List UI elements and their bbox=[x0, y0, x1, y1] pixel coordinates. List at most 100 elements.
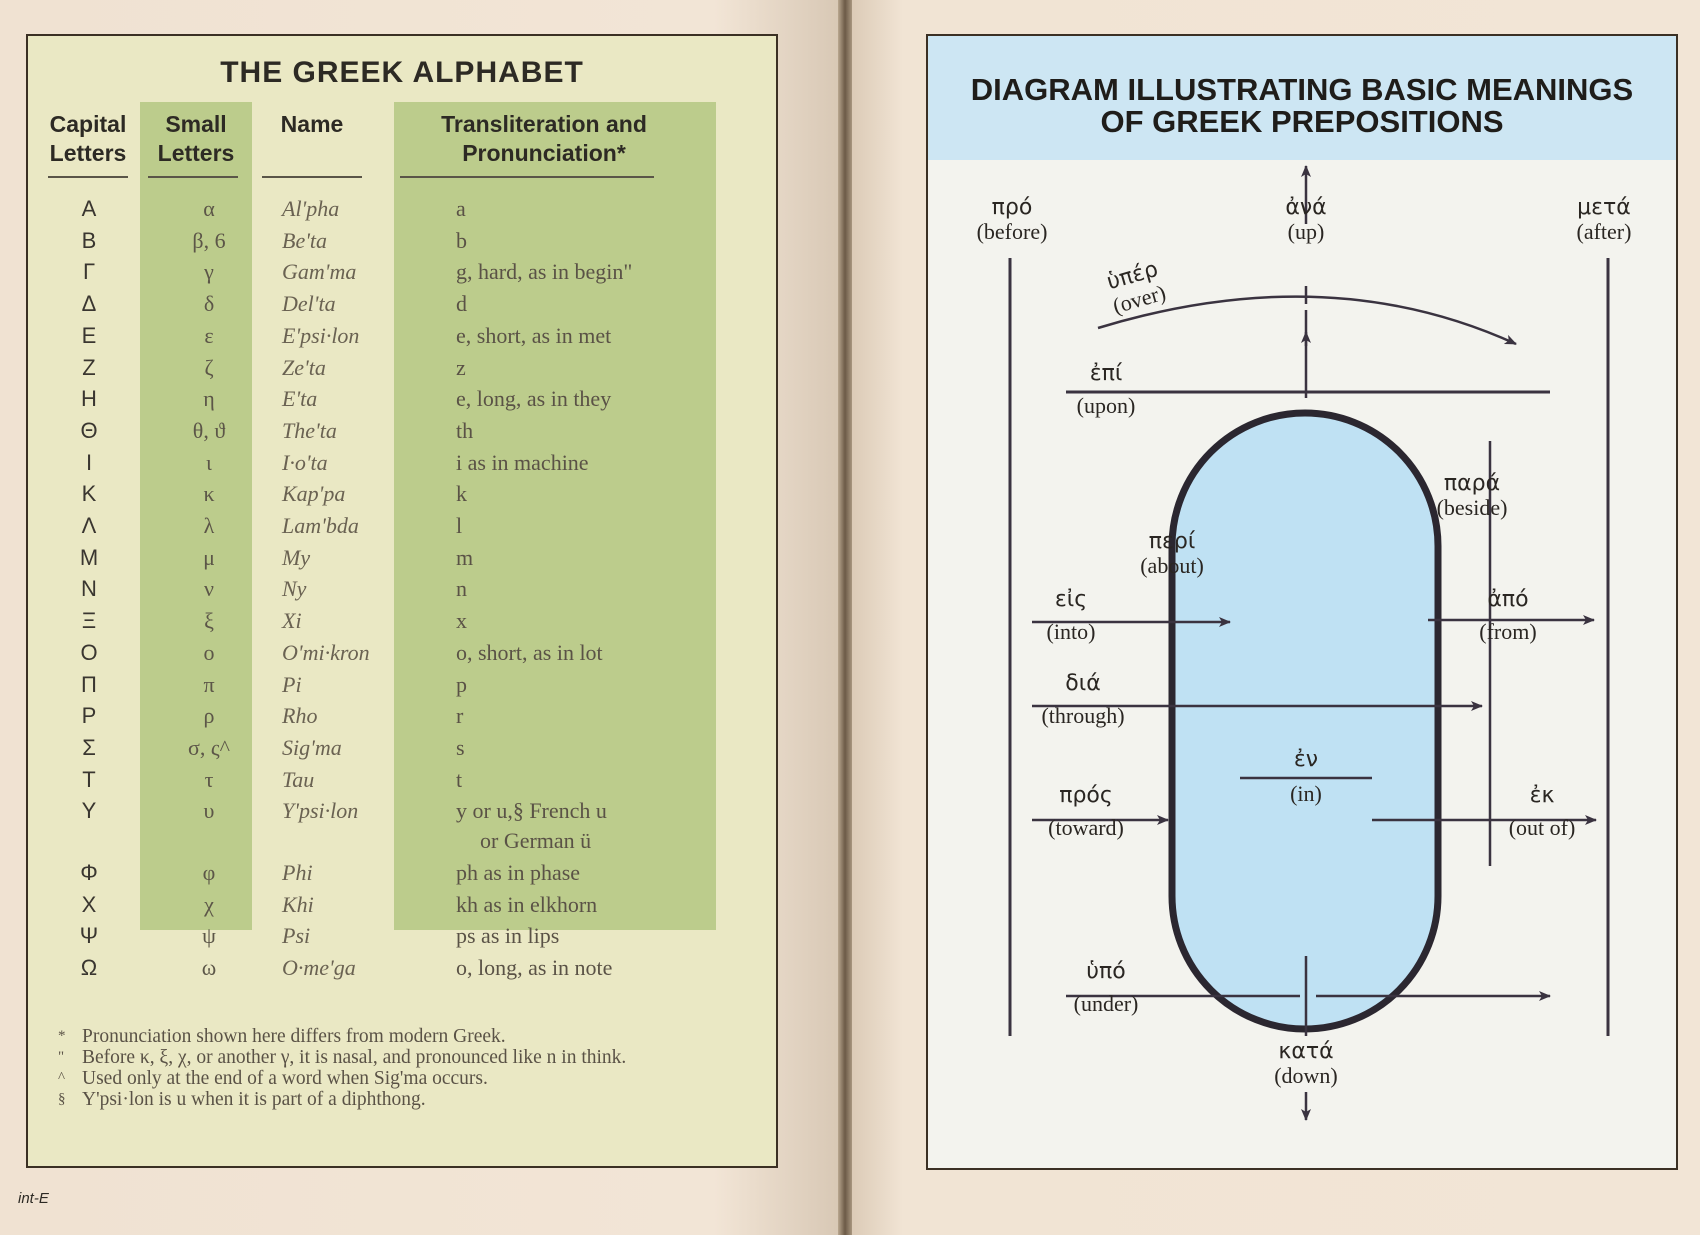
diagram-title-line2: OF GREEK PREPOSITIONS bbox=[1100, 104, 1504, 139]
small-letter: ψ bbox=[202, 923, 216, 949]
small-letter: ξ bbox=[204, 608, 214, 634]
transliteration: m bbox=[456, 544, 474, 570]
footnote-mark: § bbox=[58, 1091, 66, 1107]
transliteration: b bbox=[456, 227, 467, 253]
label-meta-english: (after) bbox=[1576, 219, 1632, 244]
small-letter: ω bbox=[201, 955, 217, 981]
greek-alphabet-table: THE GREEK ALPHABET Capital Letters Small… bbox=[26, 34, 778, 1168]
label-kata-greek: κατά bbox=[1278, 1039, 1334, 1064]
transliteration: e, long, as in they bbox=[456, 386, 612, 412]
header-small: Small Letters bbox=[144, 110, 248, 168]
letter-name: O'mi·kron bbox=[282, 639, 370, 665]
label-pro: πρό(before) bbox=[952, 196, 1072, 244]
label-apo: ἀπό(from) bbox=[1458, 588, 1558, 644]
transliteration: r bbox=[456, 703, 464, 729]
capital-letter: Π bbox=[81, 671, 97, 697]
capital-letter: Y bbox=[81, 798, 97, 824]
header-small-line2: Letters bbox=[157, 140, 235, 166]
header-translit: Transliteration and Pronunciation* bbox=[414, 110, 674, 168]
transliteration: a bbox=[456, 196, 466, 221]
capital-letter: Σ bbox=[82, 734, 96, 760]
small-letter: φ bbox=[202, 860, 216, 885]
label-pro-greek: πρό bbox=[991, 195, 1033, 220]
label-ana-greek: ἀνά bbox=[1285, 195, 1327, 220]
small-letter: η bbox=[203, 386, 215, 412]
small-letter: υ bbox=[203, 798, 215, 824]
small-letter: ν bbox=[204, 576, 214, 602]
small-letter: λ bbox=[203, 513, 215, 538]
letter-name: Y'psi·lon bbox=[282, 798, 359, 824]
transliteration: n bbox=[456, 576, 467, 602]
label-peri: περί(about) bbox=[1112, 530, 1232, 578]
letter-name: My bbox=[282, 544, 311, 570]
transliteration: y or u,§ French u bbox=[456, 798, 607, 824]
header-rule-small bbox=[148, 176, 238, 178]
small-letter: ρ bbox=[203, 703, 215, 729]
label-hypo: ὑπό(under) bbox=[1056, 960, 1156, 1016]
label-ek-greek: ἐκ bbox=[1529, 783, 1555, 808]
book-gutter bbox=[838, 0, 852, 1235]
label-epi-english: (upon) bbox=[1076, 393, 1136, 418]
label-ana: ἀνά(up) bbox=[1256, 196, 1356, 244]
transliteration: ph as in phase bbox=[456, 860, 581, 885]
header-translit-line2: Pronunciation* bbox=[462, 140, 626, 166]
letter-name: Gam'ma bbox=[282, 259, 357, 285]
capital-letter: K bbox=[81, 481, 97, 507]
label-dia-english: (through) bbox=[1041, 703, 1125, 728]
capital-letter: Θ bbox=[80, 417, 98, 443]
capital-letter: M bbox=[79, 544, 99, 570]
capital-letter: O bbox=[80, 639, 98, 665]
label-eis-english: (into) bbox=[1046, 619, 1096, 644]
page-number: int-E bbox=[18, 1190, 49, 1207]
small-letter: α bbox=[203, 196, 215, 221]
transliteration: z bbox=[456, 354, 466, 380]
label-ana-english: (up) bbox=[1287, 219, 1325, 244]
transliteration: t bbox=[456, 766, 463, 792]
alphabet-title: THE GREEK ALPHABET bbox=[220, 56, 584, 89]
letter-name: Khi bbox=[282, 891, 314, 917]
header-name: Name bbox=[280, 111, 344, 137]
label-meta-greek: μετά bbox=[1577, 195, 1631, 220]
footnotes: *Pronunciation shown here differs from m… bbox=[54, 1026, 774, 1110]
small-letter: ι bbox=[206, 449, 212, 475]
transliteration-column-shade bbox=[394, 102, 716, 930]
letter-name: The'ta bbox=[282, 417, 337, 443]
small-letter: θ, ϑ bbox=[192, 417, 226, 443]
letter-name: Ny bbox=[282, 576, 307, 602]
footnote-mark: " bbox=[58, 1049, 65, 1065]
transliteration: x bbox=[456, 608, 467, 634]
small-letter: χ bbox=[204, 891, 214, 917]
capital-letter: T bbox=[82, 766, 96, 792]
capital-letter: Δ bbox=[81, 291, 97, 317]
letter-name: Del'ta bbox=[282, 291, 336, 317]
transliteration: l bbox=[456, 513, 463, 538]
letter-name: Sig'ma bbox=[282, 734, 342, 760]
header-rule-name bbox=[262, 176, 362, 178]
diagram-header bbox=[928, 36, 1676, 160]
transliteration: i as in machine bbox=[456, 449, 589, 475]
label-dia-greek: διά bbox=[1065, 671, 1101, 696]
small-letter: τ bbox=[204, 766, 214, 792]
letter-name: E'psi·lon bbox=[282, 322, 360, 348]
label-apo-english: (from) bbox=[1479, 619, 1537, 644]
small-letter: δ bbox=[203, 291, 215, 317]
label-ek-english: (out of) bbox=[1508, 815, 1576, 840]
header-rule-translit bbox=[400, 176, 654, 178]
capital-letter: P bbox=[81, 703, 97, 729]
transliteration: g, hard, as in begin" bbox=[456, 259, 633, 285]
